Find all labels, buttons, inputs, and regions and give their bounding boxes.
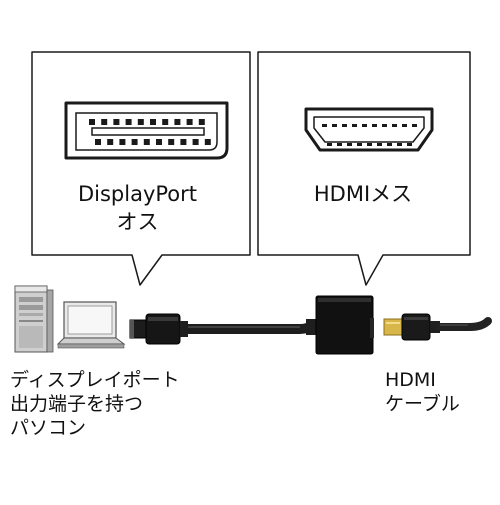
displayport-pin: [131, 139, 138, 145]
hdmi-pin: [367, 143, 372, 146]
hdmi-pin: [362, 124, 367, 127]
pc-description-label: ディスプレイポート 出力端子を持つ パソコン: [10, 368, 180, 440]
pc-label-line2: 出力端子を持つ: [10, 393, 144, 415]
cable-label-line2: ケーブル: [385, 393, 460, 415]
hdmi-pin: [397, 143, 402, 146]
hdmi-pin: [322, 124, 327, 127]
hdmi-pin: [407, 143, 412, 146]
displayport-pin: [101, 119, 108, 125]
displayport-pin: [168, 139, 175, 145]
displayport-connector-icon: [64, 101, 229, 160]
hdmi-cable-plug-icon: [383, 313, 492, 341]
hdmi-pin: [392, 124, 397, 127]
hdmi-pin: [387, 143, 392, 146]
hdmi-pin: [327, 143, 332, 146]
hdmi-pin: [337, 143, 342, 146]
hdmi-connector-icon: [304, 107, 434, 152]
pc-label-line3: パソコン: [10, 417, 87, 439]
displayport-pin: [198, 119, 205, 125]
hdmi-pin: [342, 124, 347, 127]
displayport-pin: [156, 139, 162, 145]
displayport-label-line1: DisplayPort: [77, 182, 198, 206]
hdmi-female-label: HDMIメス: [258, 180, 468, 208]
cable-label-line1: HDMI: [385, 369, 436, 391]
pc-label-line1: ディスプレイポート: [10, 369, 180, 391]
desktop-tower-icon: [14, 285, 54, 353]
displayport-pin: [180, 139, 187, 145]
displayport-pin: [113, 119, 120, 125]
displayport-pin: [119, 139, 126, 145]
hdmi-pin: [377, 143, 382, 146]
hdmi-cable-label: HDMI ケーブル: [385, 368, 460, 416]
hdmi-pin: [357, 143, 362, 146]
displayport-pin: [192, 139, 199, 145]
hdmi-pin: [412, 124, 417, 127]
displayport-male-label: DisplayPort オス: [30, 180, 245, 236]
displayport-pin: [89, 119, 95, 125]
left-callout-bubble: [31, 51, 251, 286]
hdmi-pin: [332, 124, 337, 127]
displayport-pin: [150, 119, 156, 125]
right-callout-bubble: [257, 51, 471, 286]
displayport-pin: [95, 139, 101, 145]
displayport-label-line2: オス: [116, 210, 159, 234]
hdmi-pin: [352, 124, 357, 127]
displayport-pin: [125, 119, 132, 125]
adapter-cable-icon: [129, 295, 374, 355]
displayport-pin: [204, 139, 211, 145]
displayport-pin: [186, 119, 193, 125]
displayport-pin: [107, 139, 114, 145]
hdmi-pin: [347, 143, 352, 146]
displayport-pin: [162, 119, 169, 125]
hdmi-female-label-line1: HDMIメス: [313, 182, 413, 206]
hdmi-pin: [402, 124, 407, 127]
displayport-pin: [143, 139, 150, 145]
laptop-icon: [56, 301, 126, 349]
hdmi-pin: [382, 124, 387, 127]
displayport-pin: [174, 119, 181, 125]
hdmi-pin: [372, 124, 377, 127]
displayport-pin: [137, 119, 144, 125]
